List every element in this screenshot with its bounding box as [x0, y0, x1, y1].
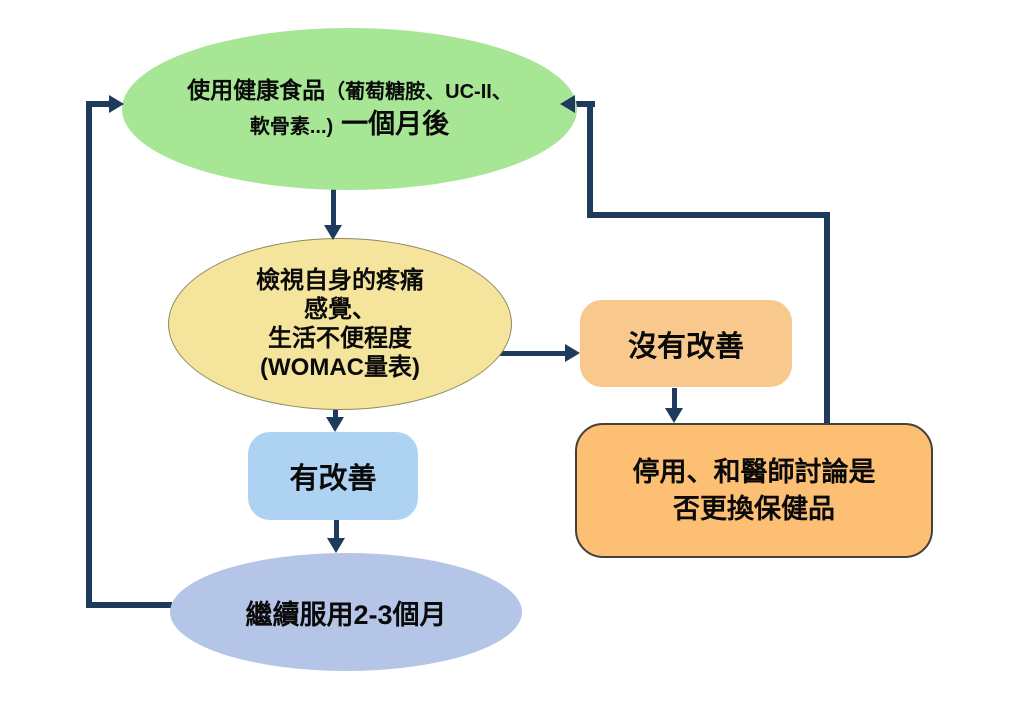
improvement-label: 有改善 [289, 463, 377, 495]
node-start-supplement: 使用健康食品（葡萄糖胺、UC-II、 軟骨素...) 一個月後 [122, 28, 577, 190]
stop-line: 否更換保健品 [673, 493, 835, 524]
start-main-text-2: 一個月後 [341, 109, 450, 140]
node-no-improvement: 沒有改善 [580, 300, 792, 387]
arrowhead-down-icon [327, 538, 345, 553]
arrowhead-down-icon [665, 408, 683, 423]
node-continue: 繼續服用2-3個月 [170, 553, 522, 671]
start-note-text-2: 軟骨素...) [249, 116, 334, 139]
arrowhead-down-icon [324, 225, 342, 240]
stop-line: 停用、和醫師討論是 [632, 456, 876, 487]
arrowhead-left-icon [560, 95, 575, 113]
arrowhead-right-icon [109, 95, 124, 113]
no-improvement-label: 沒有改善 [627, 330, 744, 363]
assess-line: 感覺、 [304, 296, 376, 323]
assess-line: (WOMAC量表) [260, 354, 420, 381]
node-assess-pain: 檢視自身的疼痛 感覺、 生活不便程度 (WOMAC量表) [168, 238, 512, 410]
start-line-2: 軟骨素...) 一個月後 [250, 106, 449, 144]
node-improvement: 有改善 [248, 432, 418, 520]
assess-line: 檢視自身的疼痛 [256, 267, 424, 294]
assess-line: 生活不便程度 [268, 325, 412, 352]
start-note-text: （葡萄糖胺、UC-II、 [325, 81, 512, 103]
continue-label: 繼續服用2-3個月 [245, 599, 447, 630]
node-stop-discuss: 停用、和醫師討論是 否更換保健品 [575, 423, 933, 558]
arrowhead-down-icon [326, 417, 344, 432]
arrowhead-right-icon [565, 344, 580, 362]
start-line-1: 使用健康食品（葡萄糖胺、UC-II、 [187, 74, 512, 106]
start-main-text: 使用健康食品 [187, 77, 326, 103]
